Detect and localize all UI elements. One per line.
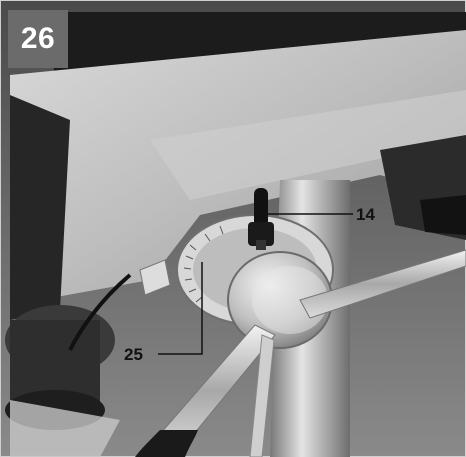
callout-label-25: 25 bbox=[124, 345, 143, 364]
callout-line-25 bbox=[158, 262, 203, 355]
callout-label-14: 14 bbox=[356, 205, 375, 224]
figure-number-badge: 26 bbox=[8, 10, 68, 68]
